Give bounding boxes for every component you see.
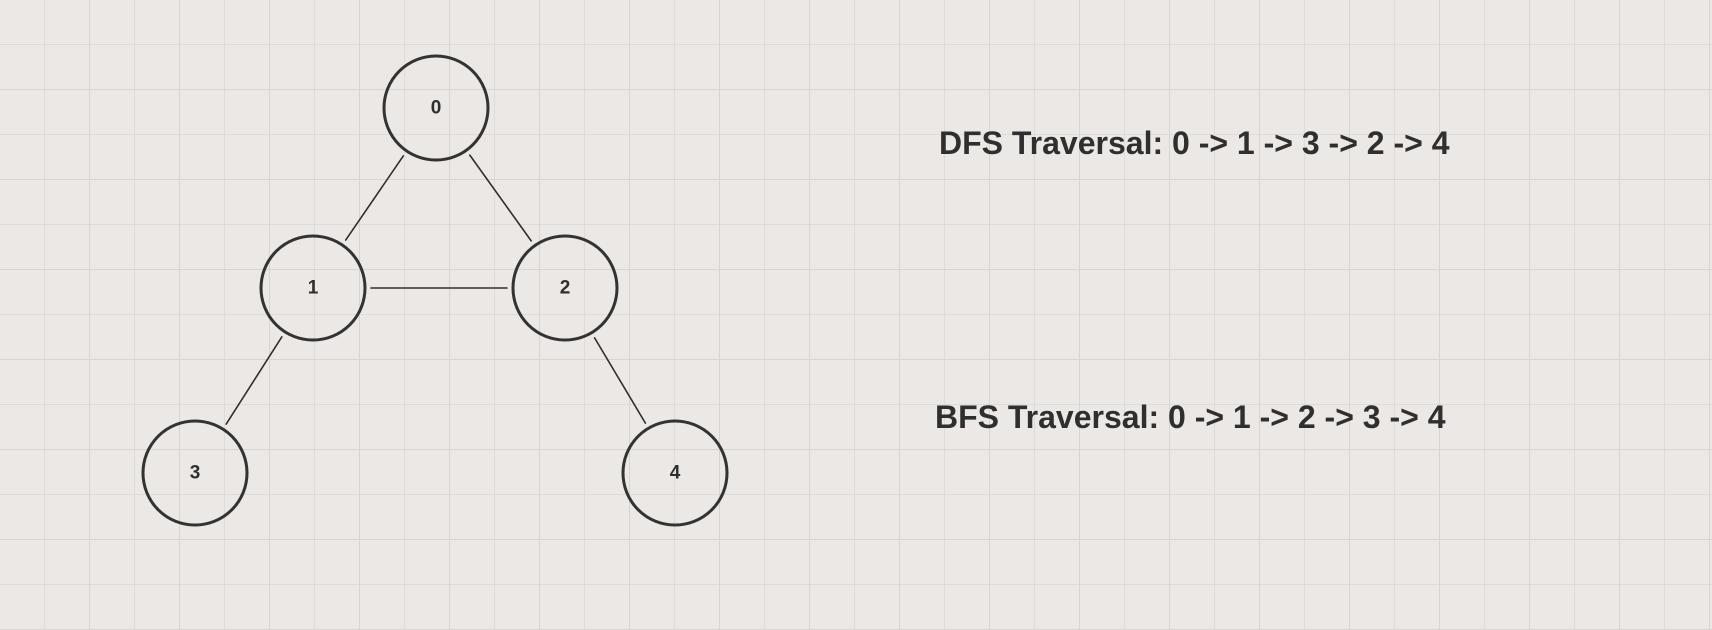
graph-edges bbox=[225, 154, 647, 425]
edge-2-4 bbox=[593, 337, 647, 424]
node-label: 3 bbox=[190, 463, 201, 484]
node-2: 2 bbox=[511, 234, 619, 342]
node-circle bbox=[621, 419, 729, 527]
node-label: 2 bbox=[560, 278, 571, 299]
node-label: 4 bbox=[670, 463, 681, 484]
node-0: 0 bbox=[382, 54, 490, 162]
bfs-traversal-text: BFS Traversal: 0 -> 1 -> 2 -> 3 -> 4 bbox=[935, 399, 1446, 435]
node-3: 3 bbox=[141, 419, 249, 527]
node-1: 1 bbox=[259, 234, 367, 342]
node-label: 1 bbox=[308, 278, 319, 299]
node-circle bbox=[511, 234, 619, 342]
node-circle bbox=[141, 419, 249, 527]
edge-0-1 bbox=[344, 155, 405, 241]
dfs-traversal-text: DFS Traversal: 0 -> 1 -> 3 -> 2 -> 4 bbox=[939, 125, 1450, 161]
edge-1-3 bbox=[225, 336, 283, 425]
edge-0-2 bbox=[468, 154, 533, 242]
node-label: 0 bbox=[431, 98, 442, 119]
graph-nodes: 0 1 2 3 4 bbox=[141, 54, 729, 527]
node-circle bbox=[259, 234, 367, 342]
node-4: 4 bbox=[621, 419, 729, 527]
node-circle bbox=[382, 54, 490, 162]
